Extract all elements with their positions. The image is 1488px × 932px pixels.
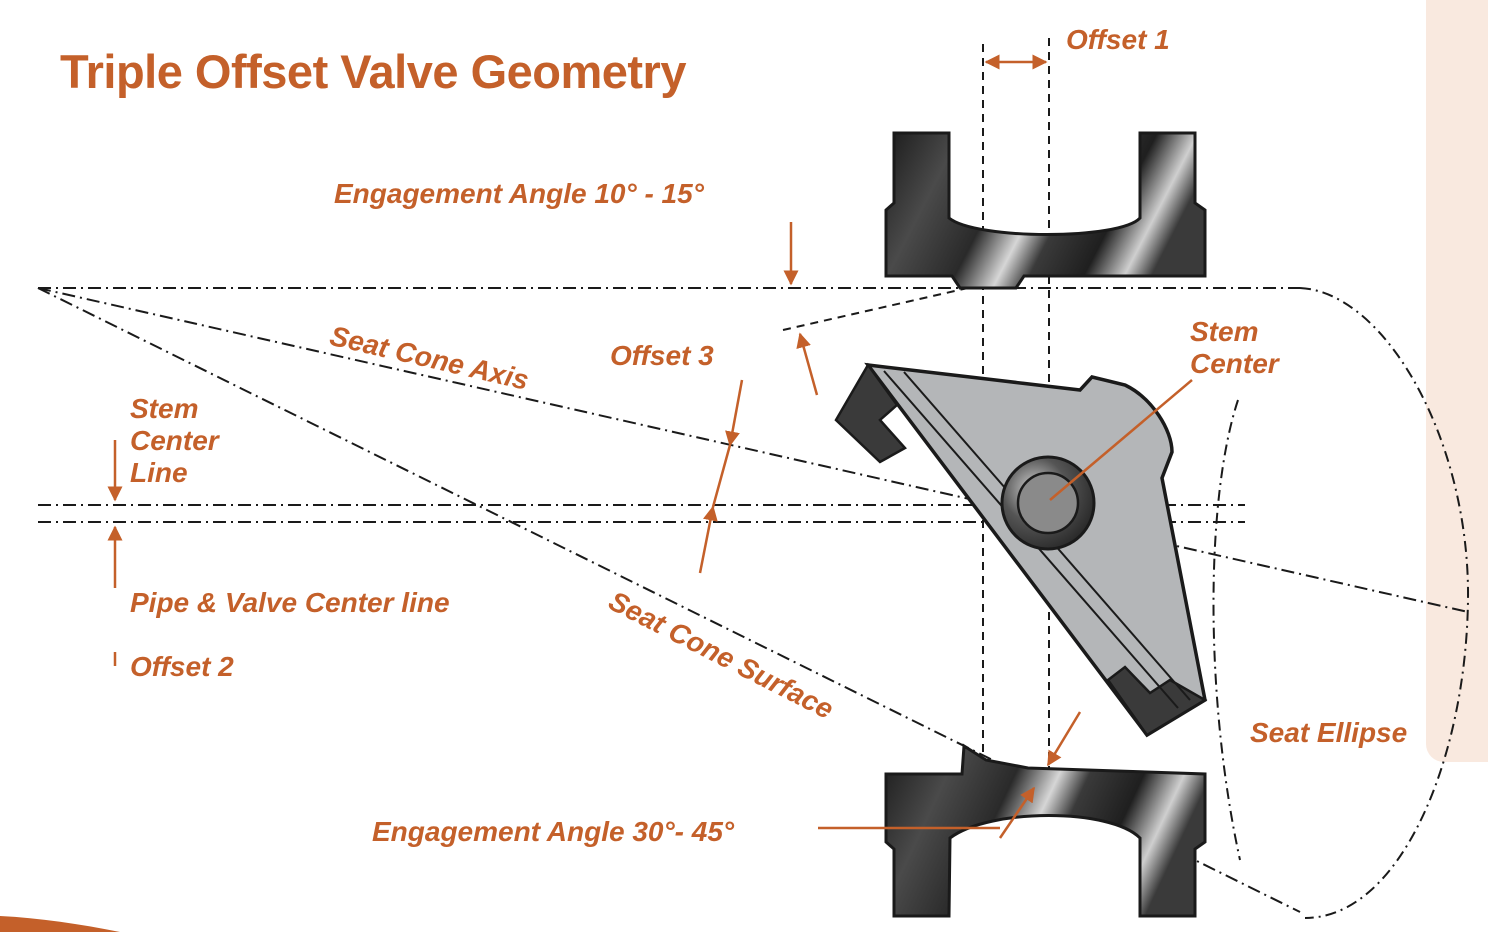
offset-3-arrow-up — [698, 505, 718, 574]
side-panel — [1426, 0, 1488, 762]
seat-ellipse — [1212, 287, 1470, 919]
valve-disc — [834, 362, 1208, 738]
stem-hub-inner — [1016, 471, 1080, 535]
disc-right-groove — [1106, 665, 1208, 737]
lower-seat-body — [884, 743, 1207, 918]
engagement-bottom-angle — [998, 786, 1036, 839]
stem-center-leader — [1049, 379, 1193, 501]
decorative-swoosh — [0, 916, 120, 932]
engagement-angle-top-label: Engagement Angle 10° - 15° — [334, 178, 704, 209]
offset-2-label: Offset 2 — [130, 651, 234, 682]
annotation-arrows — [107, 54, 1193, 839]
tangent-arrow — [796, 332, 819, 396]
stem-center-line-label: Stem Center Line — [130, 393, 219, 488]
seat-ellipse-label: Seat Ellipse — [1250, 717, 1408, 748]
offset-3-link — [711, 444, 732, 508]
engagement-tangent-line — [782, 287, 969, 331]
offset-1-label: Offset 1 — [1066, 24, 1170, 55]
seat-cone-surface-line — [37, 287, 1301, 913]
page-title: Triple Offset Valve Geometry — [60, 45, 687, 98]
engagement-angle-bottom-label: Engagement Angle 30°- 45° — [372, 816, 735, 847]
offset-3-arrow-down — [725, 379, 744, 447]
engagement-bottom-arrow — [1046, 711, 1082, 767]
upper-seat-body — [884, 131, 1207, 290]
seat-cone-axis-line — [37, 287, 1469, 613]
disc-left-groove — [834, 362, 907, 464]
pipe-valve-center-line-label: Pipe & Valve Center line — [130, 587, 450, 618]
offset-3-label: Offset 3 — [610, 340, 714, 371]
stem-center-label: Stem Center — [1190, 316, 1279, 379]
